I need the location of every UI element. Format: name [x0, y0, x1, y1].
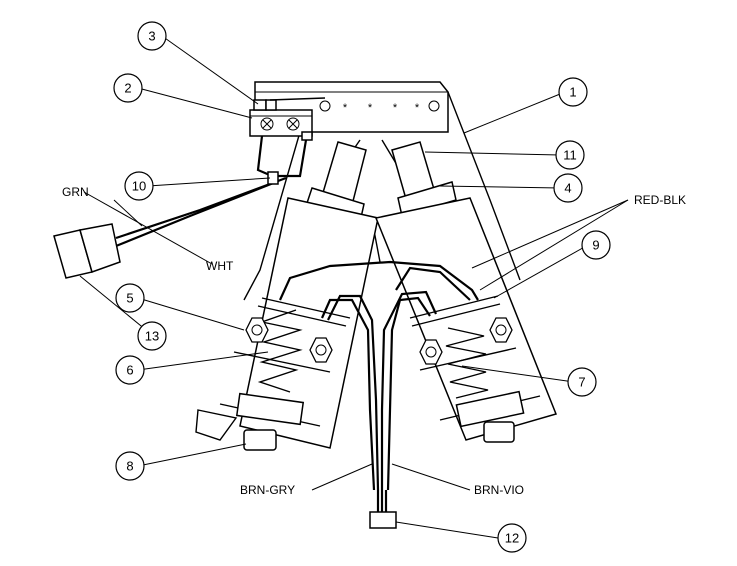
connector-12 [369, 511, 397, 529]
label-brn-vio: BRN-VIO [474, 483, 524, 497]
svg-text:*: * [343, 102, 348, 114]
connector-13 [53, 223, 121, 279]
callout-4: 4 [553, 173, 583, 203]
svg-text:5: 5 [126, 291, 133, 306]
callout-13: 13 [137, 321, 167, 351]
left-housing [195, 197, 379, 449]
hex-nuts [245, 317, 513, 365]
svg-text:4: 4 [564, 181, 571, 196]
svg-text:12: 12 [505, 531, 519, 546]
leader-lines [79, 35, 629, 539]
label-red-blk: RED-BLK [634, 193, 686, 207]
label-grn: GRN [62, 185, 89, 199]
callout-2: 2 [113, 73, 143, 103]
right-roller-block [391, 141, 457, 217]
svg-text:*: * [393, 102, 398, 114]
callout-1: 1 [558, 77, 588, 107]
callout-6: 6 [115, 355, 145, 385]
svg-text:6: 6 [126, 363, 133, 378]
right-housing [374, 197, 558, 441]
callout-7: 7 [567, 367, 597, 397]
callout-11: 11 [555, 140, 585, 170]
svg-text:2: 2 [124, 81, 131, 96]
callout-12: 12 [497, 523, 527, 553]
svg-text:10: 10 [132, 179, 146, 194]
callout-10: 10 [124, 171, 154, 201]
svg-text:3: 3 [148, 29, 155, 44]
svg-text:1: 1 [569, 85, 576, 100]
callout-3: 3 [137, 21, 167, 51]
micro-switch [249, 97, 326, 141]
plate-holes: * * * * [319, 100, 440, 114]
label-wht: WHT [206, 259, 234, 273]
svg-text:*: * [368, 102, 373, 114]
svg-text:7: 7 [578, 375, 585, 390]
wires [115, 135, 479, 512]
callout-9: 9 [581, 230, 611, 260]
right-spring [445, 327, 525, 443]
svg-text:8: 8 [126, 459, 133, 474]
label-brn-gry: BRN-GRY [240, 483, 295, 497]
callout-8: 8 [115, 451, 145, 481]
left-spring [235, 309, 305, 451]
svg-text:11: 11 [563, 148, 577, 163]
svg-text:9: 9 [592, 238, 599, 253]
callout-5: 5 [115, 283, 145, 313]
svg-text:*: * [415, 102, 420, 114]
svg-text:13: 13 [145, 329, 159, 344]
